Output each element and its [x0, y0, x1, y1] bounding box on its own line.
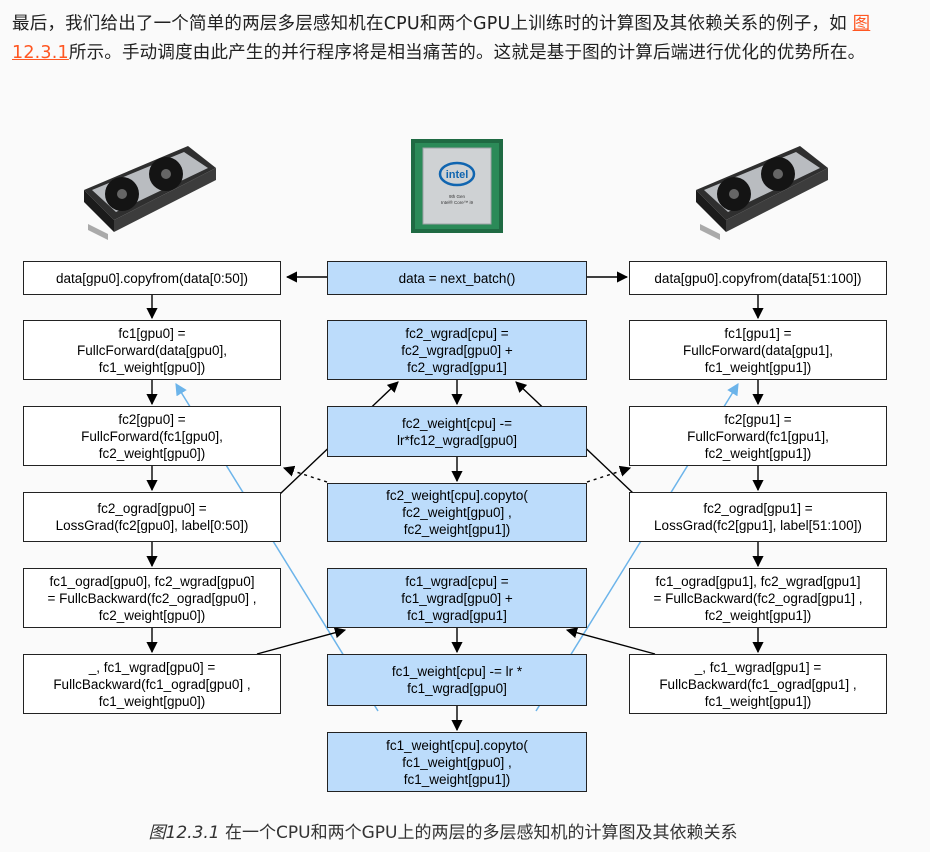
node-fc2-forward-gpu1: fc2[gpu1] = FullcForward(fc1[gpu1], fc2_…: [629, 406, 887, 466]
node-fc1-backward-gpu0: _, fc1_wgrad[gpu0] = FullcBackward(fc1_o…: [23, 654, 281, 714]
dotted-edge-to-fc2-gpu1: [586, 465, 632, 483]
caption-label: 图12.3.1: [148, 823, 220, 843]
cpu-chip-icon: intel 9th Gen Intel® Core™ i9: [411, 139, 503, 233]
node-copy-data-gpu0: data[gpu0].copyfrom(data[0:50]): [23, 261, 281, 295]
node-fc2-forward-gpu0: fc2[gpu0] = FullcForward(fc1[gpu0], fc2_…: [23, 406, 281, 466]
figure-link[interactable]: 图12.3.1: [12, 14, 871, 63]
intro-paragraph: 最后，我们给出了一个简单的两层多层感知机在CPU和两个GPU上训练时的计算图及其…: [12, 10, 912, 68]
edge-wgrad0-to-fc1wgrad: [256, 627, 347, 655]
node-next-batch: data = next_batch(): [327, 261, 587, 295]
node-fc1-forward-gpu0: fc1[gpu0] = FullcForward(data[gpu0], fc1…: [23, 320, 281, 380]
cpu-brand-text: intel: [446, 169, 469, 181]
node-fc1-weight-update: fc1_weight[cpu] -= lr * fc1_wgrad[gpu0]: [327, 654, 587, 706]
dotted-edge-to-fc2-gpu0: [282, 465, 328, 483]
figure-caption: 图12.3.1 在一个CPU和两个GPU上的两层的多层感知机的计算图及其依赖关系: [0, 818, 886, 843]
node-fc2-weight-update: fc2_weight[cpu] -= lr*fc12_wgrad[gpu0]: [327, 406, 587, 457]
node-loss-grad-gpu0: fc2_ograd[gpu0] = LossGrad(fc2[gpu0], la…: [23, 492, 281, 542]
gpu-card-left-icon: [84, 146, 216, 240]
node-fc1-weight-copyto: fc1_weight[cpu].copyto( fc1_weight[gpu0]…: [327, 732, 587, 792]
node-fc2-weight-copyto: fc2_weight[cpu].copyto( fc2_weight[gpu0]…: [327, 483, 587, 542]
cpu-gen-text: 9th Gen: [449, 194, 466, 199]
caption-text: 在一个CPU和两个GPU上的两层的多层感知机的计算图及其依赖关系: [225, 823, 738, 843]
node-fc1-wgrad-cpu: fc1_wgrad[cpu] = fc1_wgrad[gpu0] + fc1_w…: [327, 568, 587, 628]
gpu-card-right-icon: [696, 146, 828, 240]
node-fc1-forward-gpu1: fc1[gpu1] = FullcForward(data[gpu1], fc1…: [629, 320, 887, 380]
cpu-model-text: Intel® Core™ i9: [441, 199, 474, 205]
node-copy-data-gpu1: data[gpu0].copyfrom(data[51:100]): [629, 261, 887, 295]
paragraph-text-before: 最后，我们给出了一个简单的两层多层感知机在CPU和两个GPU上训练时的计算图及其…: [12, 14, 853, 34]
paragraph-text-after: 所示。手动调度由此产生的并行程序将是相当痛苦的。这就是基于图的计算后端进行优化的…: [68, 43, 866, 63]
node-fc2-backward-gpu1: fc1_ograd[gpu1], fc2_wgrad[gpu1] = Fullc…: [629, 568, 887, 628]
node-loss-grad-gpu1: fc2_ograd[gpu1] = LossGrad(fc2[gpu1], la…: [629, 492, 887, 542]
node-fc2-backward-gpu0: fc1_ograd[gpu0], fc2_wgrad[gpu0] = Fullc…: [23, 568, 281, 628]
edge-wgrad1-to-fc1wgrad: [565, 627, 656, 655]
node-fc1-backward-gpu1: _, fc1_wgrad[gpu1] = FullcBackward(fc1_o…: [629, 654, 887, 714]
node-fc2-wgrad-cpu: fc2_wgrad[cpu] = fc2_wgrad[gpu0] + fc2_w…: [327, 320, 587, 380]
